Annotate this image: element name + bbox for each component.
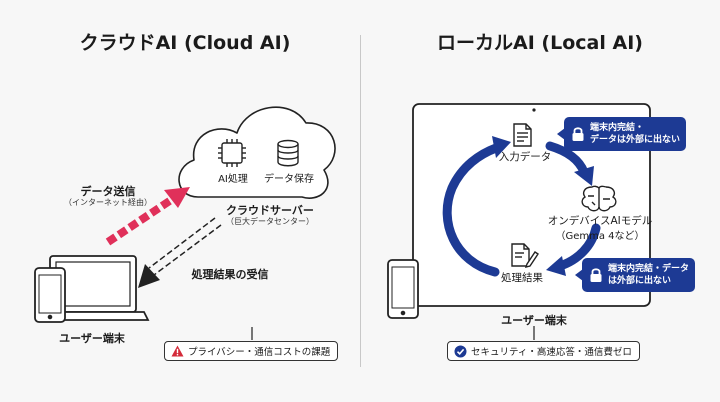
result-label: 処理結果 xyxy=(501,272,543,284)
cloud-shape xyxy=(178,106,336,199)
center-divider xyxy=(360,35,361,367)
result-receive-arrow xyxy=(138,217,222,288)
lock-icon xyxy=(572,127,584,141)
local-user-device-label: ユーザー端末 xyxy=(501,314,567,327)
data-storage-label: データ保存 xyxy=(264,174,314,185)
flow-arrowhead-1 xyxy=(574,166,594,186)
input-document-icon xyxy=(513,123,532,147)
local-diagram-graphics xyxy=(387,103,651,340)
cloud-ai-title: クラウドAI (Cloud AI) xyxy=(79,32,291,54)
local-badge-top: 端末内完結・ データは外部に出ない xyxy=(557,117,687,151)
data-send-sub: （インターネット経由） xyxy=(64,198,152,207)
device-camera xyxy=(532,108,536,112)
local-badge-bottom: 端末内完結・データ は外部に出ない xyxy=(575,258,696,292)
database-icon xyxy=(277,139,299,167)
cloud-server-sub: （巨大データセンター） xyxy=(226,217,314,226)
cloud-user-device-label: ユーザー端末 xyxy=(59,332,125,345)
flow-arrowhead-3 xyxy=(492,136,511,158)
data-send-label: データ送信 xyxy=(80,185,136,198)
ai-processing-label: AI処理 xyxy=(218,174,248,185)
warning-icon xyxy=(171,345,184,357)
issue-pill: プライバシー・通信コストの課題 xyxy=(164,341,339,361)
result-document-icon xyxy=(511,243,539,268)
local-phone-icon xyxy=(387,259,419,319)
model-sub: （Gemma 4など） xyxy=(555,231,645,242)
badge-bottom-line2: は外部に出ない xyxy=(608,276,672,286)
benefit-pill: セキュリティ・高速応答・通信費ゼロ xyxy=(447,341,640,361)
local-ai-title: ローカルAI (Local AI) xyxy=(437,32,643,54)
ai-chip-icon xyxy=(218,139,246,167)
cloud-server-label: クラウドサーバー xyxy=(226,204,314,217)
flow-arrowhead-2 xyxy=(546,256,566,276)
phone-icon xyxy=(34,267,66,323)
badge-bottom-line1: 端末内完結・データ xyxy=(608,264,690,274)
data-send-arrow xyxy=(105,187,190,246)
benefit-text: セキュリティ・高速応答・通信費ゼロ xyxy=(471,347,632,358)
issue-text: プライバシー・通信コストの課題 xyxy=(188,347,331,358)
input-data-label: 入力データ xyxy=(498,151,552,163)
lock-icon xyxy=(590,268,602,282)
badge-top-line1: 端末内完結・ xyxy=(590,123,645,133)
check-circle-icon xyxy=(454,345,467,357)
cloud-diagram-graphics xyxy=(34,106,336,340)
device-frame xyxy=(412,103,651,307)
result-receive-label: 処理結果の受信 xyxy=(191,268,269,281)
brain-icon xyxy=(581,185,617,212)
badge-top-line2: データは外部に出ない xyxy=(590,135,681,145)
model-label: オンデバイスAIモデル xyxy=(547,215,653,227)
